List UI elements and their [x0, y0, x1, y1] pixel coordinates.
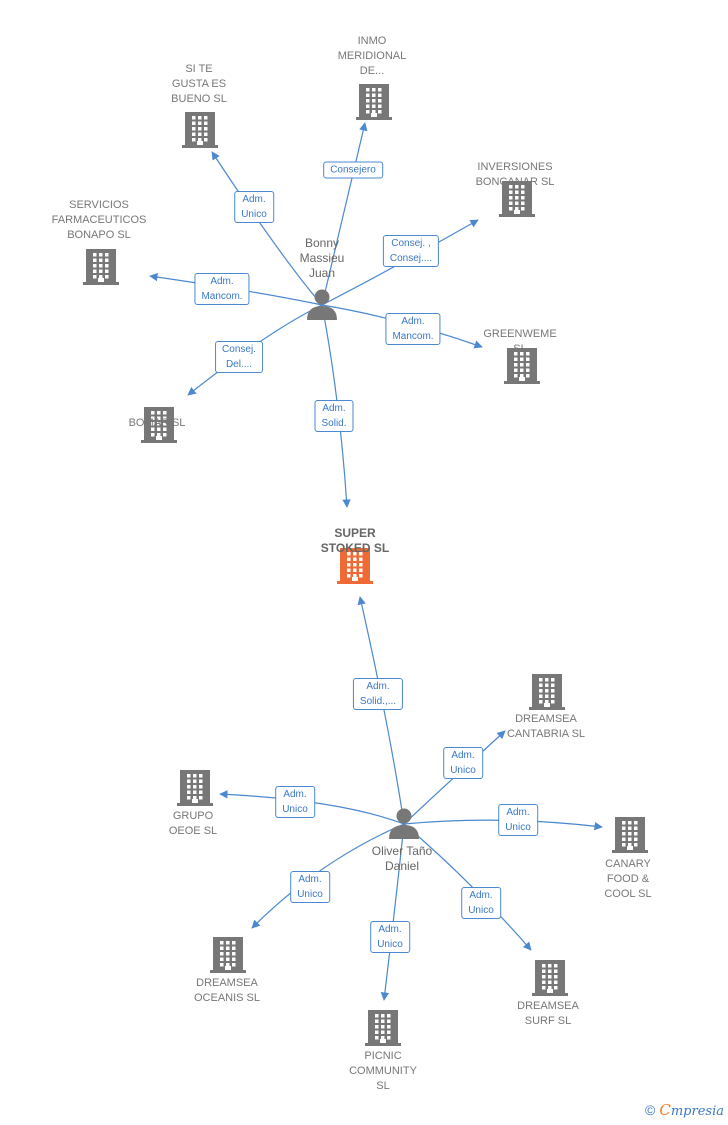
- label-cantabria: DREAMSEA CANTABRIA SL: [506, 713, 586, 740]
- building-icon-site[interactable]: [182, 112, 218, 148]
- label-main: SUPER STOKED SL: [320, 526, 390, 555]
- person-icon-bonny[interactable]: [307, 289, 337, 321]
- building-icon-main[interactable]: [337, 548, 373, 584]
- edge-label-oliver-main[interactable]: Adm. Solid.,...: [352, 678, 404, 710]
- edge-label-bonny-inmo[interactable]: Consejero: [323, 161, 383, 179]
- edge-label-bonny-greenweme[interactable]: Adm. Mancom.: [385, 313, 441, 345]
- edge-label-bonny-main[interactable]: Adm. Solid.: [314, 400, 354, 432]
- building-icon-inmo[interactable]: [356, 84, 392, 120]
- building-icon-greenweme[interactable]: [504, 348, 540, 384]
- edge-bonny-inmo: [321, 122, 368, 306]
- label-inversiones: INVERSIONES BONCANAR SL: [475, 161, 555, 188]
- edge-label-oliver-oceanis[interactable]: Adm. Unico: [290, 871, 330, 903]
- building-icon-oceanis[interactable]: [210, 937, 246, 973]
- edge-oliver-cantabria: [403, 730, 506, 825]
- label-picnic: PICNIC COMMUNITY SL: [349, 1050, 417, 1092]
- building-icon-canary[interactable]: [612, 817, 648, 853]
- label-oliver: Oliver Taño Daniel: [371, 844, 433, 873]
- building-icon-bomar[interactable]: [141, 407, 177, 443]
- label-site: SI TE GUSTA ES BUENO SL: [171, 63, 227, 105]
- building-icon-grupo[interactable]: [177, 770, 213, 806]
- building-icon-cantabria[interactable]: [529, 674, 565, 710]
- label-inmo: INMO MERIDIONAL DE...: [337, 35, 407, 77]
- edge-label-bonny-bomar[interactable]: Consej. Del....: [215, 341, 263, 373]
- copyright-icon: ©: [645, 1102, 656, 1118]
- edge-label-oliver-grupo[interactable]: Adm. Unico: [275, 786, 315, 818]
- label-canary: CANARY FOOD & COOL SL: [604, 858, 652, 900]
- edge-label-oliver-picnic[interactable]: Adm. Unico: [370, 921, 410, 953]
- building-icon-surf[interactable]: [532, 960, 568, 996]
- edge-oliver-oceanis: [251, 823, 405, 929]
- edge-label-oliver-canary[interactable]: Adm. Unico: [498, 804, 538, 836]
- building-icon-picnic[interactable]: [365, 1010, 401, 1046]
- brand-name: mpresia: [670, 1104, 724, 1119]
- edge-label-oliver-cantabria[interactable]: Adm. Unico: [443, 747, 483, 779]
- edge-oliver-surf: [403, 823, 532, 951]
- label-oceanis: DREAMSEA OCEANIS SL: [193, 977, 261, 1004]
- edge-label-oliver-surf[interactable]: Adm. Unico: [461, 887, 501, 919]
- label-bomar: BOMAR SL: [128, 417, 186, 429]
- building-icon-inversiones[interactable]: [499, 181, 535, 217]
- label-grupo: GRUPO OEOE SL: [168, 810, 218, 837]
- edge-label-bonny-inversiones[interactable]: Consej. , Consej....: [382, 235, 440, 267]
- building-icon-servicios[interactable]: [83, 249, 119, 285]
- edge-oliver-main: [357, 596, 405, 825]
- brand-logo-e: C: [659, 1101, 671, 1119]
- edge-label-bonny-servicios[interactable]: Adm. Mancom.: [194, 273, 250, 305]
- label-greenweme: GREENWEME SL: [483, 328, 557, 355]
- edge-oliver-grupo: [219, 790, 405, 825]
- person-icon-oliver[interactable]: [389, 808, 419, 840]
- label-bonny: Bonny Massieu Juan: [299, 236, 345, 280]
- footer-brand[interactable]: © Cmpresia: [645, 1101, 724, 1119]
- label-surf: DREAMSEA SURF SL: [517, 1000, 579, 1027]
- label-servicios: SERVICIOS FARMACEUTICOS BONAPO SL: [51, 199, 147, 241]
- edge-bonny-site: [211, 151, 323, 306]
- edge-label-bonny-site[interactable]: Adm. Unico: [234, 191, 274, 223]
- edge-oliver-picnic: [380, 823, 405, 1001]
